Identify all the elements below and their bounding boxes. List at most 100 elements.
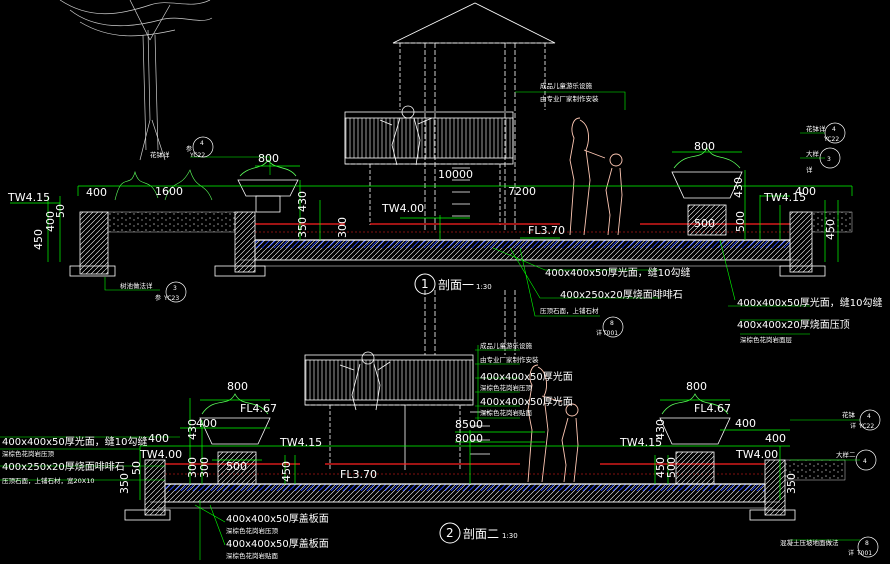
callout-circle [192,136,214,158]
note-text: 400x400x50厚盖板面 [226,512,329,525]
callout-number: 4 [863,458,867,465]
callout-number: 4 [832,126,836,133]
dim-label: 350 [785,473,798,494]
level-label: TW4.00 [381,202,424,215]
play-structure-2 [304,290,516,470]
level-label: FL4.67 [694,402,731,415]
callout-ref: T001 [856,550,872,557]
dimension-lines-1 [10,151,853,262]
note-text: 400x400x20厚烧面压顶 [737,318,850,331]
callout-circle [602,316,624,338]
section-2 [0,290,860,560]
callout-circle [165,281,187,303]
level-label: FL3.70 [340,468,377,481]
dim-label: 800 [258,152,279,165]
dim-label: 500 [226,460,247,473]
dim-label: 450 [824,219,837,240]
section-scale: 1:30 [502,532,518,540]
callout-ref: YC23 [163,295,179,302]
note-text: 400x250x20厚烧面啡啡石 [560,288,683,301]
dim-label: 400 [86,186,107,199]
dim-label: 400 [44,211,57,232]
dim-label: 400 [765,432,786,445]
note-text: 大样二 [836,450,856,459]
dim-label: 1600 [155,185,183,198]
section-1 [10,0,853,335]
note-text: 400x400x50厚光面 [480,395,573,408]
note-text: 成品儿童游乐设施 [540,81,593,90]
callout-circle [855,449,877,471]
people-figure-icon [569,117,623,236]
section-scale: 1:30 [476,283,492,291]
callout-number: 3 [827,156,831,163]
note-text: 400x400x50厚光面，缝10勾缝 [2,435,147,448]
level-label: TW4.00 [735,448,778,461]
note-text: 花钵详 [150,150,170,159]
callout-ref: T001 [602,330,618,337]
dim-label: 400 [735,417,756,430]
section-title-number: 2 [446,526,454,540]
play-structure [344,2,556,230]
dim-label: 300 [186,457,199,478]
dim-label: 430 [654,419,667,440]
dim-label: 350 [118,473,131,494]
note-text: 400x250x20厚烧面啡啡石 [2,460,125,473]
dim-label: 8000 [455,432,483,445]
leader-lines-2 [0,345,860,560]
dim-label: 400 [148,432,169,445]
note-text: 深棕色花岗岩压顶 [2,449,55,458]
level-label: TW4.00 [139,448,182,461]
dim-label: 450 [654,457,667,478]
planter-left-icon [237,159,299,213]
callout-circle [824,122,846,144]
note-text: 压顶石面，上铺石材 [540,306,599,315]
callout-side: 参 [186,145,192,153]
callout-side: 详 [848,549,854,557]
dim-label: 500 [694,217,715,230]
child-figure-2-icon [339,351,391,411]
tree-icon [59,0,213,161]
child-figure-icon [379,105,433,166]
note-text: 树池做法详 [120,281,153,290]
people-figure-2-icon [527,364,579,483]
dim-label: 350 [296,217,309,238]
dim-label: 500 [734,211,747,232]
callout-number: 8 [865,540,869,547]
note-text: 400x400x50厚光面，缝10勾缝 [737,296,882,309]
section-title: 剖面一 [438,278,474,292]
dim-label: 500 [665,457,678,478]
callout-ref: YC22 [858,423,874,430]
leader-lines-1 [104,91,825,335]
note-text: 花钵 [842,410,856,419]
dim-label: 300 [336,217,349,238]
level-label: TW4.15 [279,436,322,449]
dim-label: 430 [732,177,745,198]
level-label: FL3.70 [528,224,565,237]
dim-label: 50 [130,461,143,475]
note-text: 详 [806,165,813,174]
note-text: 深棕色花岗岩贴面 [480,408,533,417]
section-title-circle [439,522,461,544]
dim-label: 50 [54,204,67,218]
note-text: 大样 [806,149,820,158]
callout-ref: YC22 [189,152,205,159]
section-title-number: 1 [421,277,429,291]
dim-label: 8500 [455,418,483,431]
dim-label: 450 [32,229,45,250]
level-label: TW4.15 [7,191,50,204]
dim-label: 7200 [508,185,536,198]
dim-label: 10000 [438,168,473,181]
callout-side: 详 [596,329,602,337]
dimension-lines-2 [139,398,790,500]
level-label: TW4.15 [763,191,806,204]
planter-right-2-icon [659,393,731,485]
note-text: 400x400x50厚盖板面 [226,537,329,550]
text-layer: 800 400 1600 450 400 50 430 350 300 1000… [2,81,882,560]
level-label: FL4.67 [240,402,277,415]
callout-circle [857,536,879,558]
note-text: 由专业厂家制作安装 [480,355,539,364]
note-text: 400x400x50厚光面，缝10勾缝 [545,266,690,279]
dim-label: 800 [227,380,248,393]
